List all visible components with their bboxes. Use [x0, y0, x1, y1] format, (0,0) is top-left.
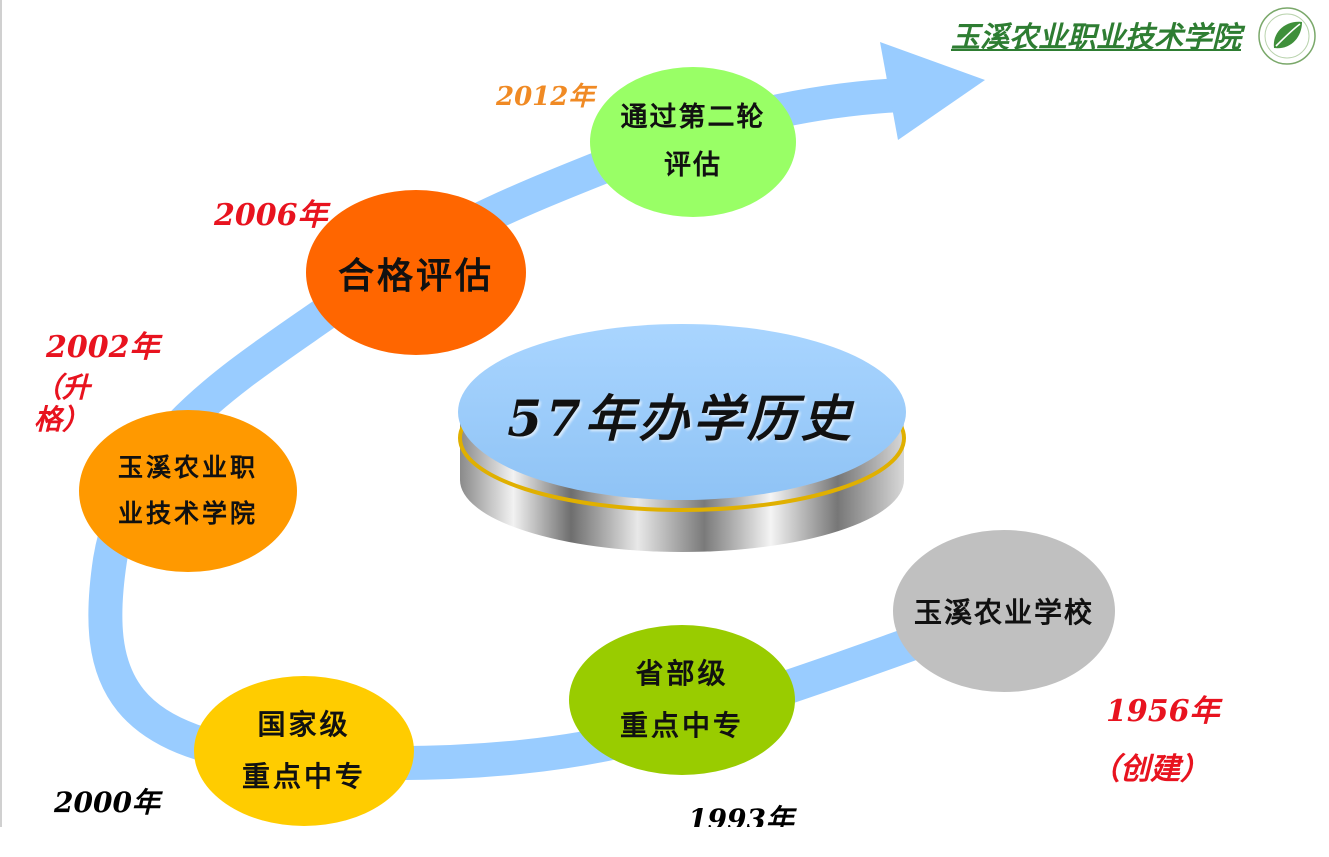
history-disk	[458, 324, 906, 552]
node-1993-label: 省部级 重点中专	[619, 657, 744, 742]
node-2000-label: 国家级 重点中专	[241, 708, 366, 793]
slide-left-border	[0, 0, 2, 857]
slide-bottom-band	[0, 827, 1329, 857]
node-1993: 省部级 重点中专	[569, 625, 795, 775]
year-2006: 2006年	[214, 198, 328, 233]
node-2006-label: 合格评估	[337, 254, 494, 297]
node-2006: 合格评估	[306, 190, 526, 355]
note-1956: （创建）	[1090, 752, 1210, 787]
node-1956: 玉溪农业学校	[893, 530, 1115, 692]
node-2002: 玉溪农业职 业技术学院	[79, 410, 297, 572]
note-2002: （升格）	[34, 371, 91, 436]
school-name: 玉溪农业职业技术学院	[950, 20, 1241, 54]
green-leaf-logo-icon	[1258, 7, 1316, 65]
node-1956-label: 玉溪农业学校	[913, 596, 1094, 629]
year-2002: 2002年	[46, 330, 160, 365]
year-2012: 2012年	[496, 82, 595, 112]
node-2002-label: 玉溪农业职 业技术学院	[117, 453, 258, 528]
year-2000: 2000年	[54, 786, 160, 819]
node-2000: 国家级 重点中专	[194, 676, 414, 826]
year-1956: 1956年	[1106, 694, 1220, 729]
center-title: 57年办学历史	[507, 389, 855, 448]
node-2012-label: 通过第二轮 评估	[620, 102, 766, 181]
arrow-head	[880, 42, 985, 140]
node-2012: 通过第二轮 评估	[590, 67, 796, 217]
